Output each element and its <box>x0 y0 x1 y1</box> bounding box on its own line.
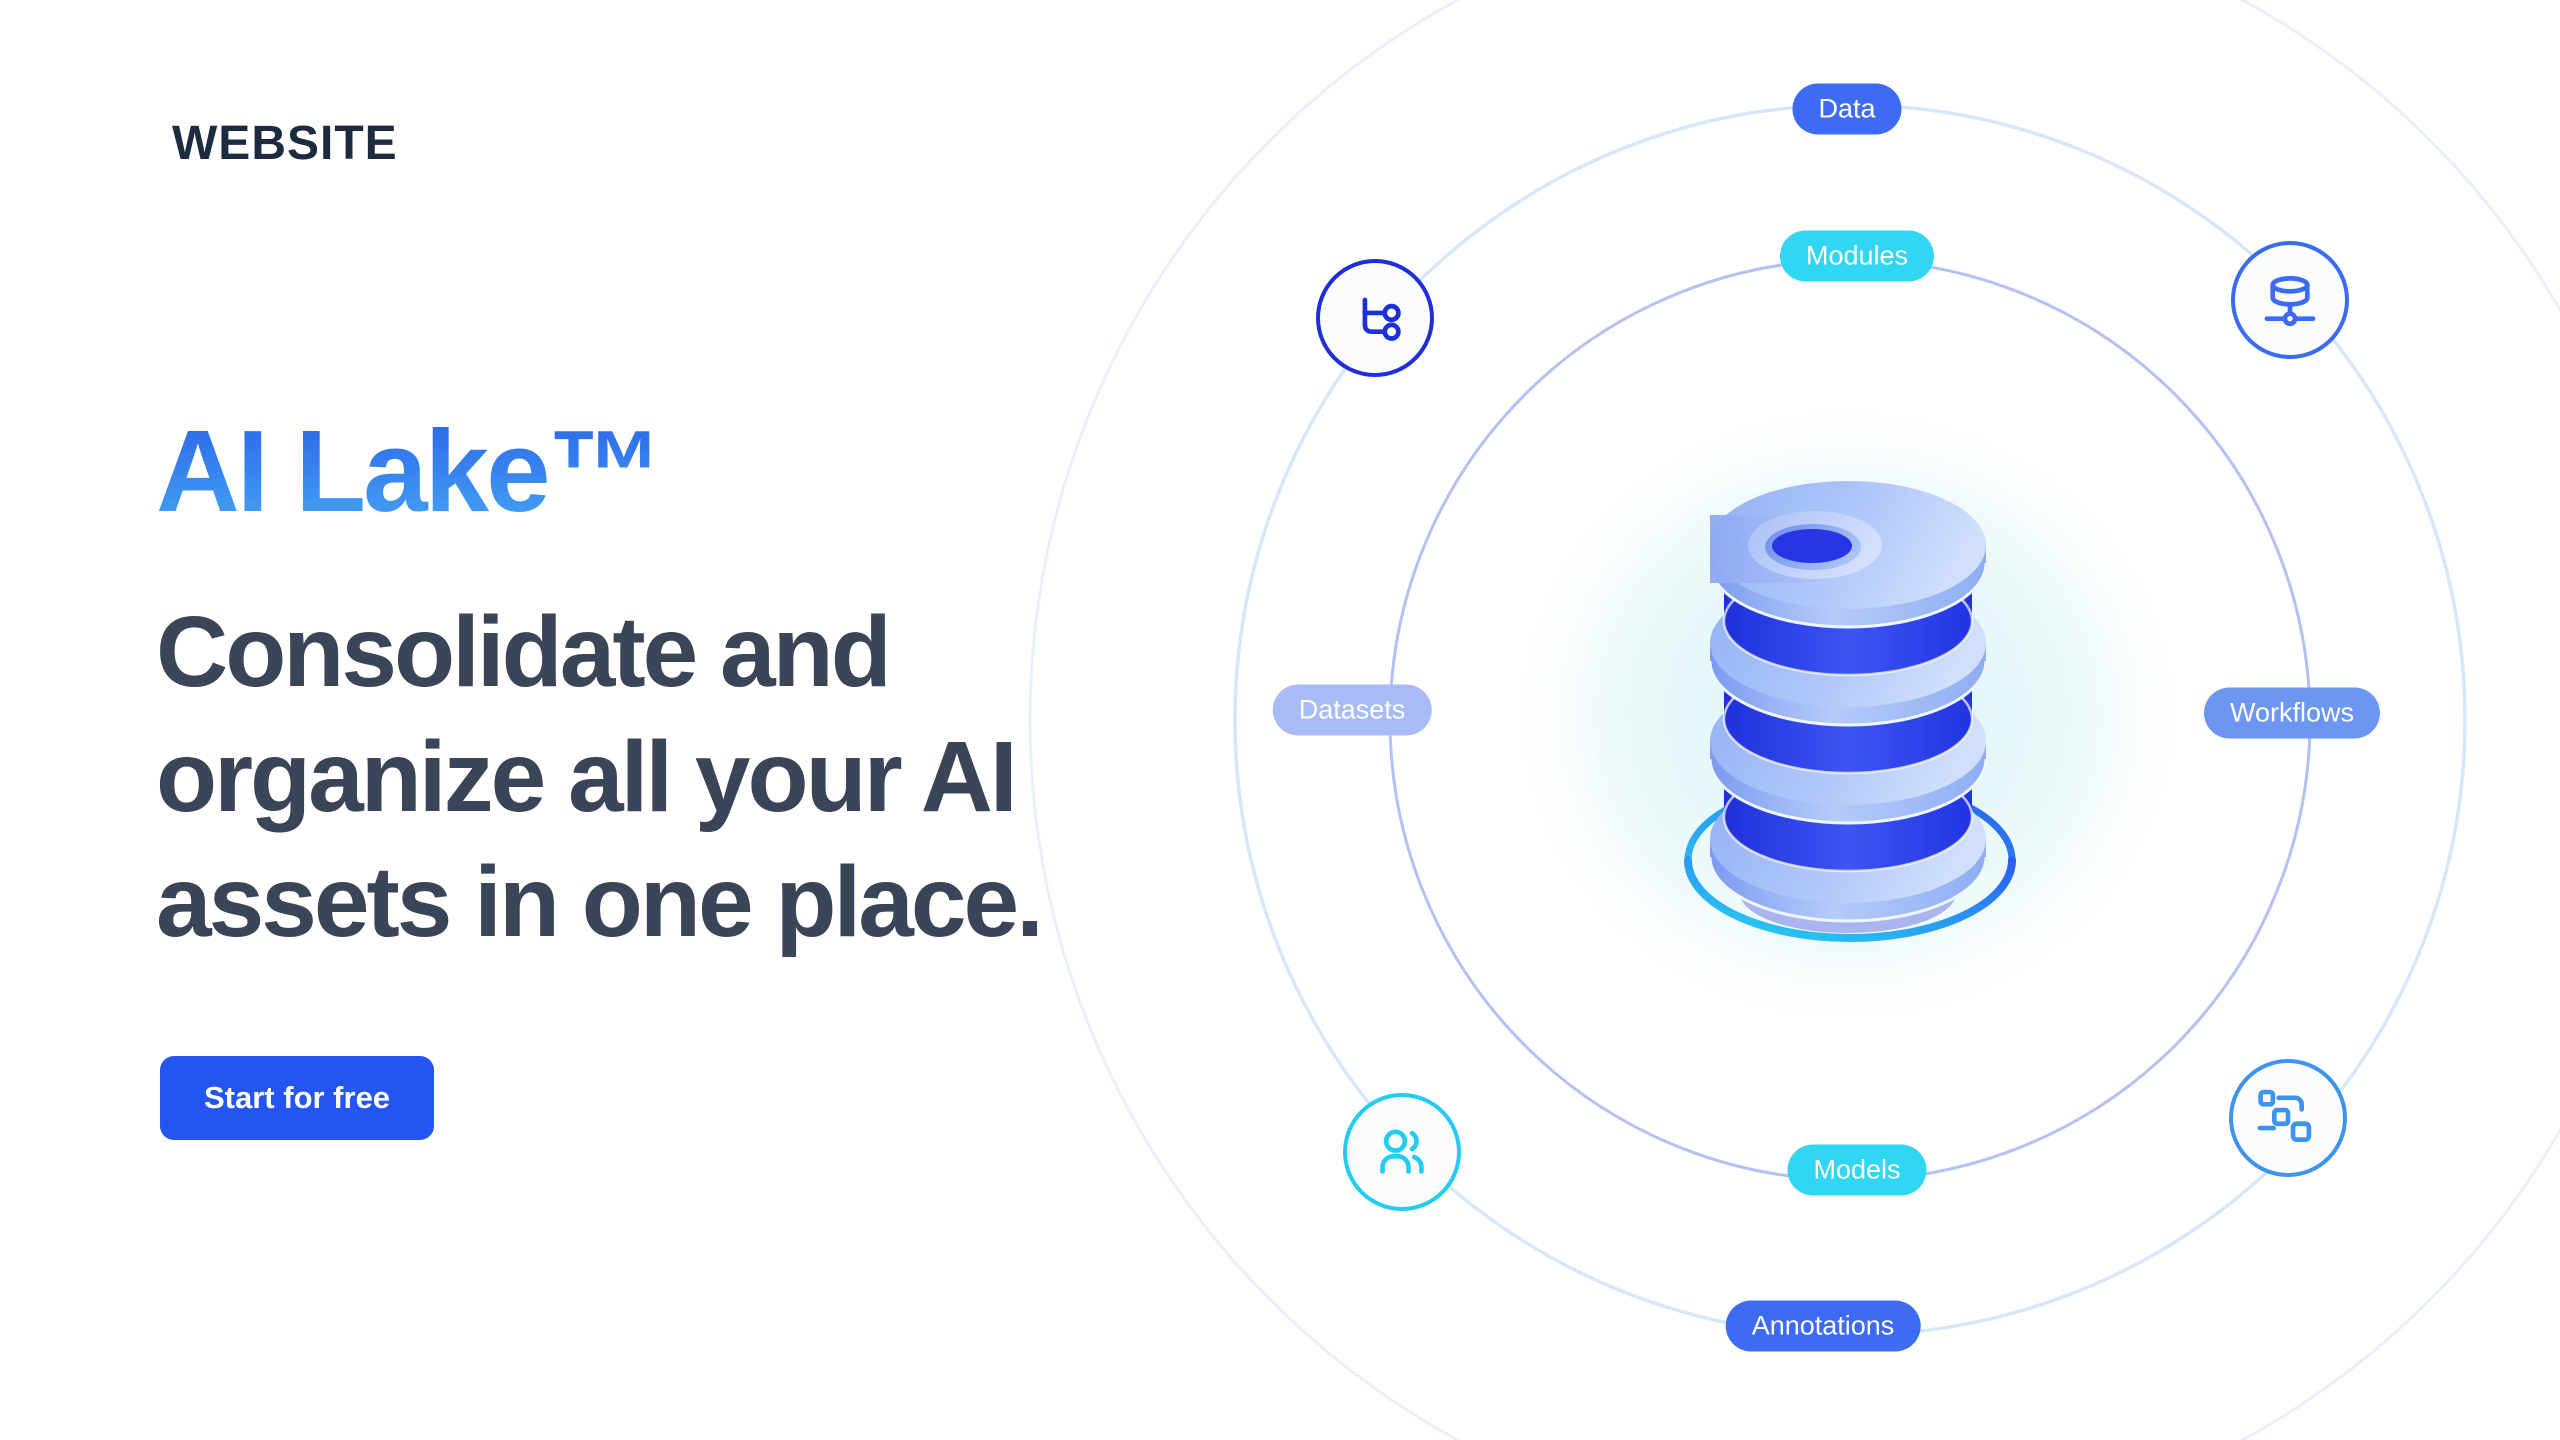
brand-logo[interactable]: WEBSITE <box>172 117 398 170</box>
start-free-button[interactable]: Start for free <box>160 1056 435 1140</box>
database-network-icon-badge[interactable] <box>2231 241 2349 359</box>
orbit-label-workflows[interactable]: Workflows <box>2203 687 2381 739</box>
users-icon <box>1380 1129 1424 1174</box>
branch-icon <box>1362 297 1401 341</box>
orbit-label-modules[interactable]: Modules <box>1779 230 1935 282</box>
orbit-label-datasets[interactable]: Datasets <box>1272 684 1432 736</box>
orbit-label-models[interactable]: Models <box>1787 1144 1927 1196</box>
orbit-label-data[interactable]: Data <box>1792 83 1902 135</box>
db-top-disk <box>1708 481 1988 629</box>
users-icon-badge[interactable] <box>1343 1093 1461 1211</box>
workflow-blocks-icon-badge[interactable] <box>2229 1059 2347 1177</box>
branch-icon-badge[interactable] <box>1316 259 1434 377</box>
product-title: AI Lake™ <box>156 406 664 536</box>
database-stack-illustration <box>1708 481 1988 933</box>
base-ring-front <box>1684 856 2016 942</box>
workflow-blocks-icon <box>2257 1089 2312 1142</box>
orbit-label-annotations[interactable]: Annotations <box>1725 1300 1921 1352</box>
hero-headline: Consolidate and organize all your AI ass… <box>156 596 1044 958</box>
database-network-icon <box>2264 276 2316 327</box>
